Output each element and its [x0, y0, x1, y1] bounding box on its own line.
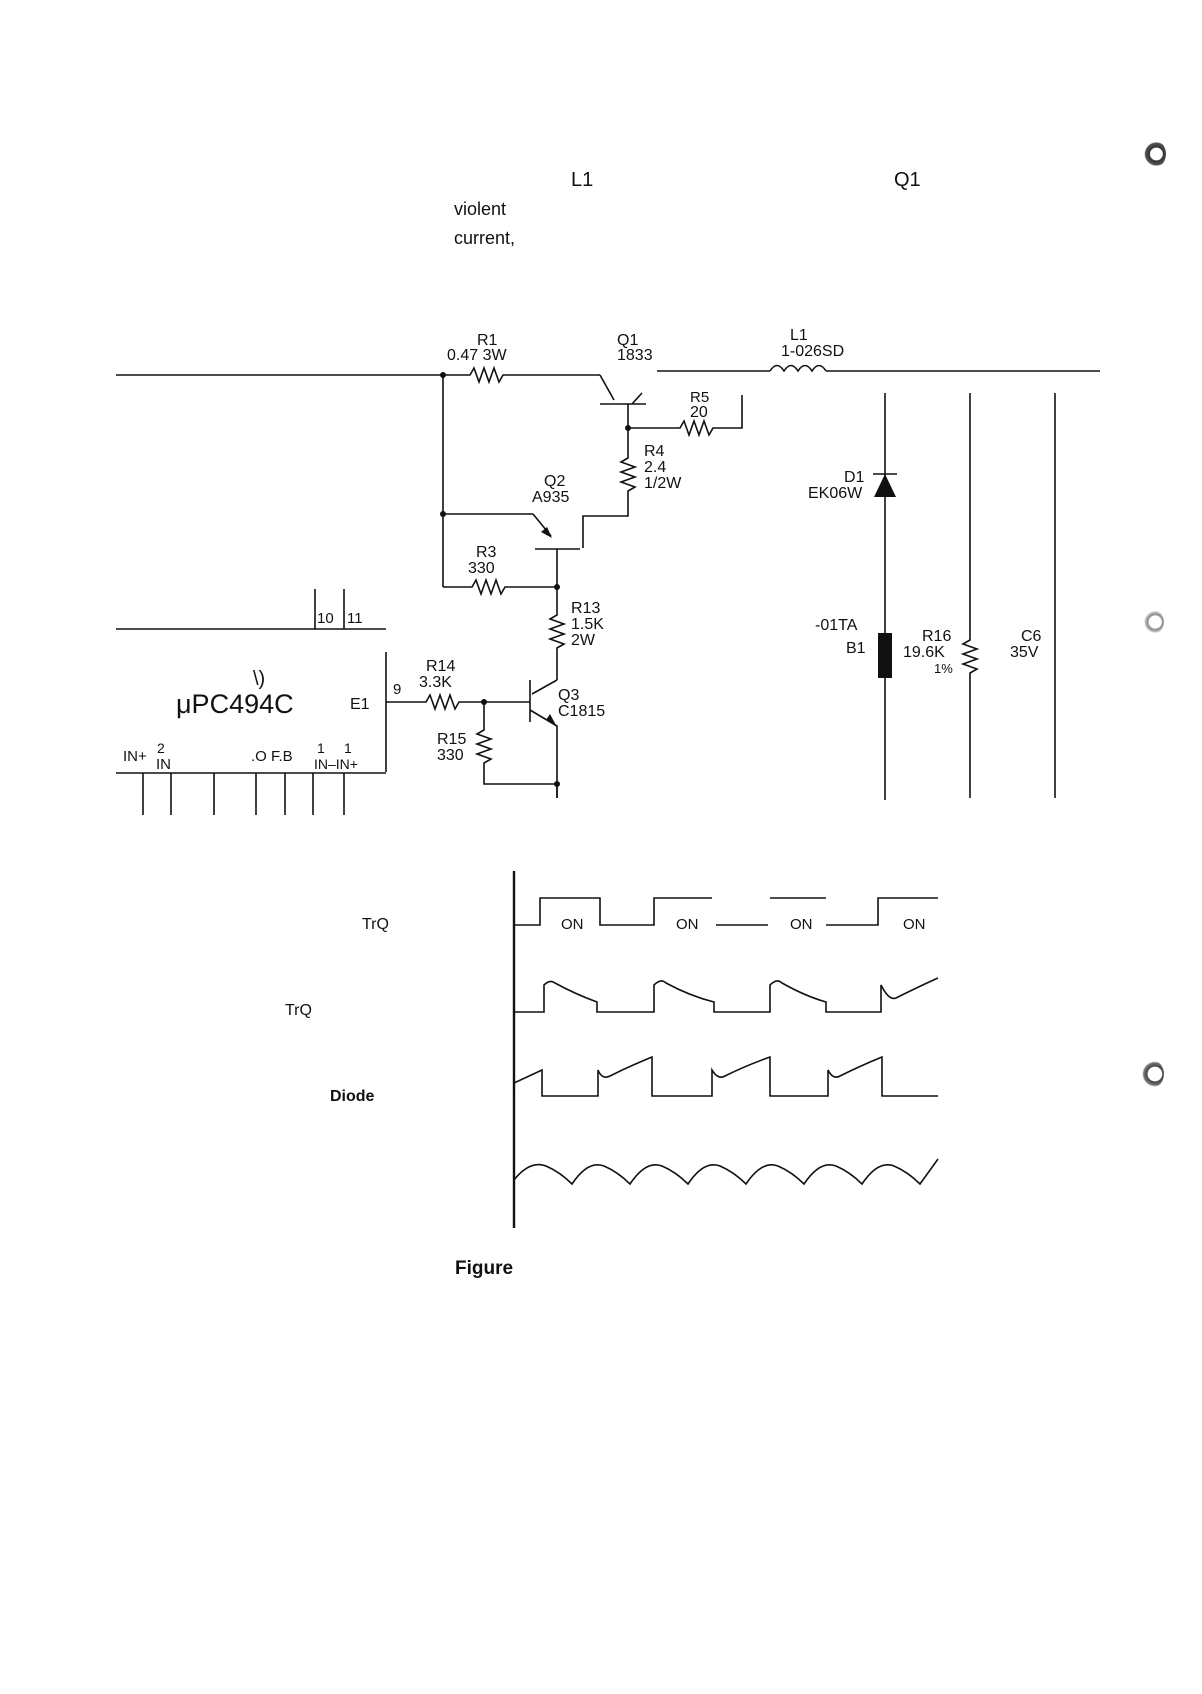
wave-label-tr1: TrQ	[362, 917, 389, 933]
on-label-2: ON	[676, 917, 699, 932]
figure-caption: Figure	[455, 1259, 513, 1278]
hole-punch-mark-2	[1142, 610, 1164, 634]
wave-label-diode: Diode	[330, 1089, 374, 1105]
on-label-1: ON	[561, 917, 584, 932]
hole-punch-mark-1	[1142, 140, 1166, 168]
wave-label-tr2: TrQ	[285, 1003, 312, 1019]
hole-punch-mark-3	[1140, 1060, 1164, 1088]
on-label-3: ON	[790, 917, 813, 932]
on-label-4: ON	[903, 917, 926, 932]
